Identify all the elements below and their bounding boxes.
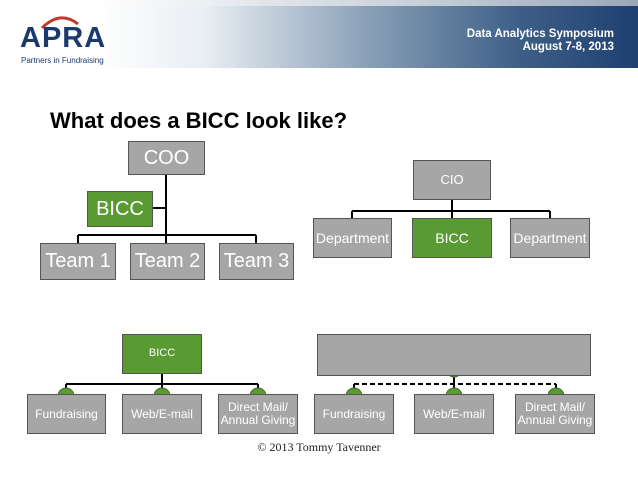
event-title: Data Analytics Symposium bbox=[466, 28, 614, 40]
team-2-box: Team 2 bbox=[130, 243, 205, 280]
web-email-box-2: Web/E-mail bbox=[414, 394, 494, 434]
bicc-center-box: BICC bbox=[122, 334, 202, 374]
bicc-side-box: BICC bbox=[87, 191, 153, 227]
department-box-1: Department bbox=[313, 218, 392, 258]
fundraising-box-2: Fundraising bbox=[314, 394, 394, 434]
apra-logo: APRA bbox=[20, 22, 107, 54]
logo-subtitle: Partners in Fundraising bbox=[21, 56, 104, 65]
department-box-2: Department bbox=[510, 218, 590, 258]
cio-box: CIO bbox=[413, 160, 491, 200]
bicc-dept-box: BICC bbox=[412, 218, 492, 258]
direct-mail-box-2: Direct Mail/ Annual Giving bbox=[515, 394, 595, 434]
team-3-box: Team 3 bbox=[219, 243, 294, 280]
coo-box: COO bbox=[128, 141, 205, 175]
copyright-footer: © 2013 Tommy Tavenner bbox=[257, 440, 381, 454]
slide-title: What does a BICC look like? bbox=[50, 108, 348, 133]
shared-bicc-bar bbox=[317, 334, 591, 376]
direct-mail-box: Direct Mail/ Annual Giving bbox=[218, 394, 298, 434]
team-1-box: Team 1 bbox=[40, 243, 116, 280]
header-banner bbox=[96, 6, 638, 68]
event-date: August 7-8, 2013 bbox=[522, 41, 614, 53]
apra-swoosh-icon bbox=[40, 16, 79, 30]
header-banner-top bbox=[96, 0, 638, 6]
fundraising-box: Fundraising bbox=[27, 394, 106, 434]
web-email-box: Web/E-mail bbox=[122, 394, 202, 434]
